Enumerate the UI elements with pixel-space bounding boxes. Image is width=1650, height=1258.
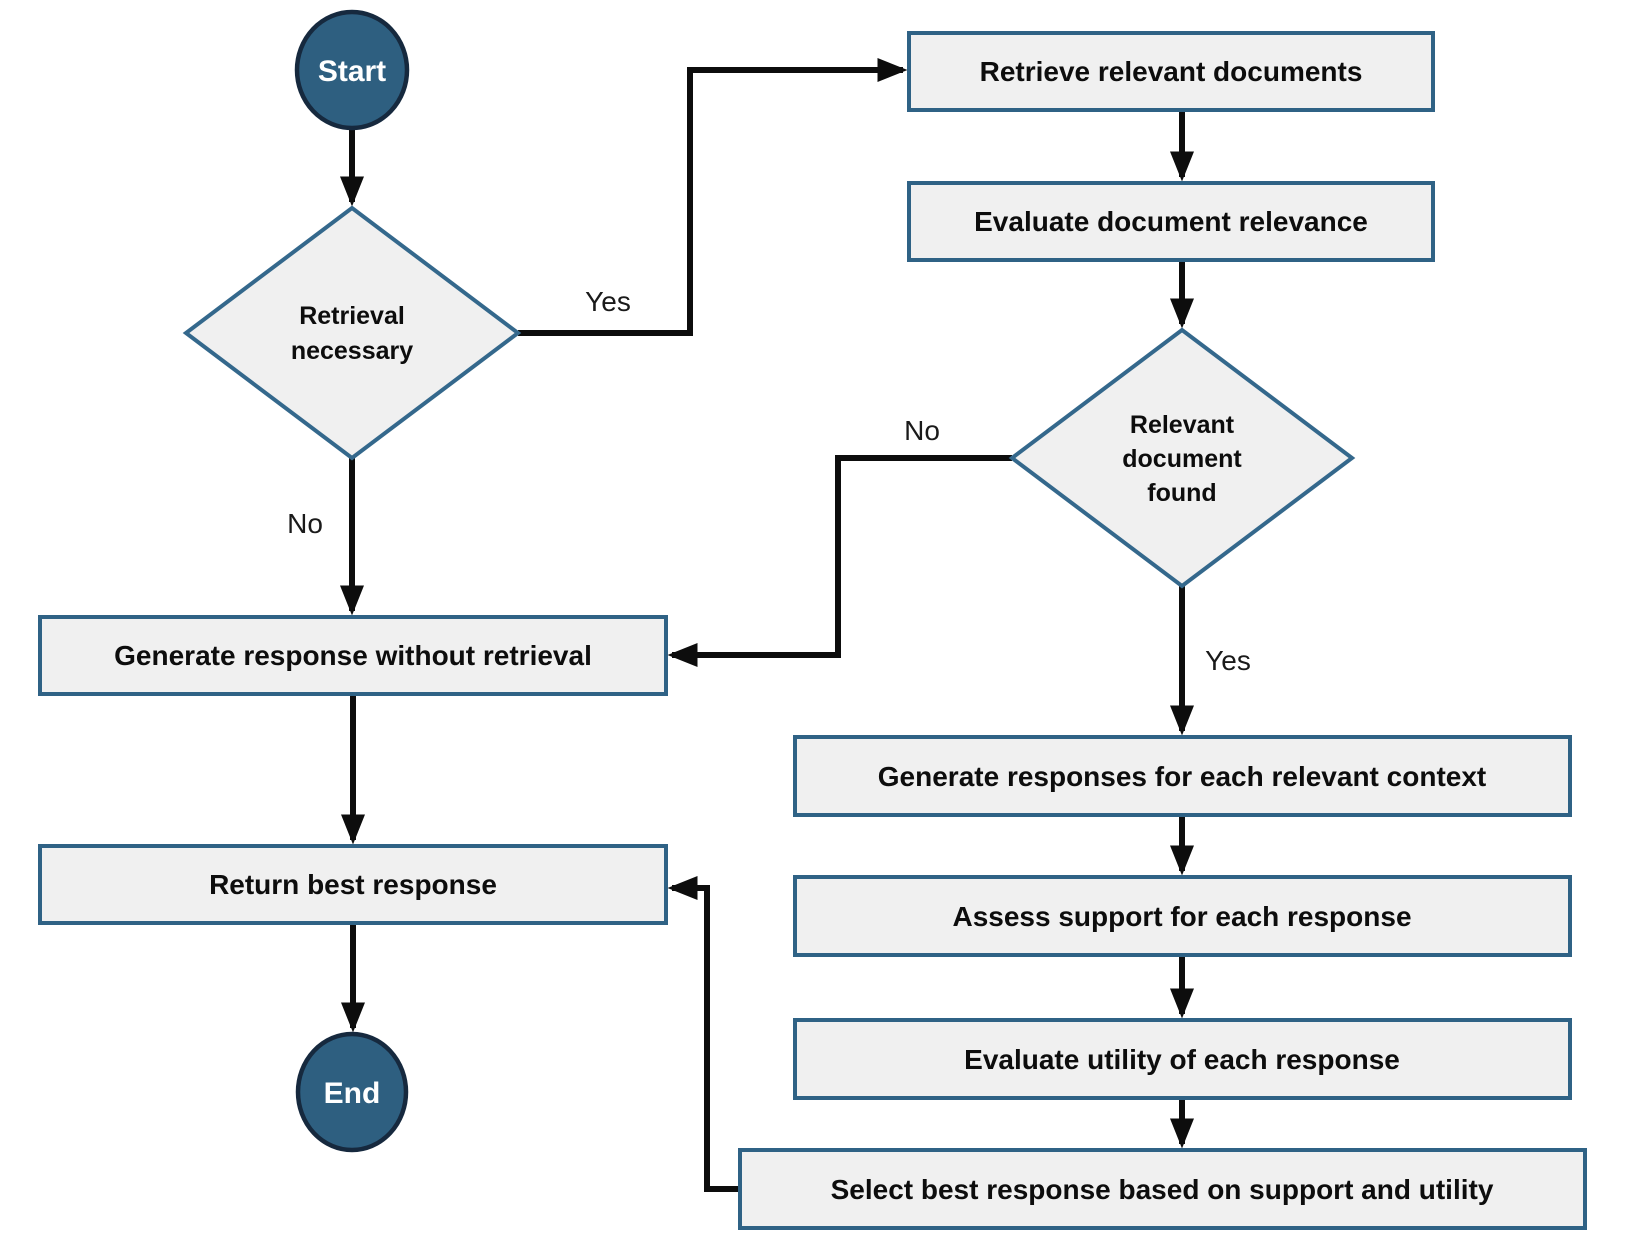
node-start-circle — [294, 9, 410, 131]
node-select-best-label: Select best response based on support an… — [831, 1174, 1494, 1205]
node-assess-support-box — [793, 875, 1572, 957]
node-generate-without-retrieval-box — [38, 615, 668, 696]
edge-label-yes-retrieval: Yes — [585, 286, 631, 317]
node-generate-without-retrieval-label: Generate response without retrieval — [114, 640, 592, 671]
node-assess-support-label: Assess support for each response — [952, 901, 1411, 932]
node-end-circle — [295, 1031, 409, 1153]
node-generate-each-context-label: Generate responses for each relevant con… — [878, 761, 1486, 792]
node-generate-each-context-box — [793, 735, 1572, 817]
node-evaluate-utility-box — [793, 1018, 1572, 1100]
node-retrieval-necessary-label-line1: Retrieval — [299, 302, 405, 330]
node-retrieval-necessary-diamond — [182, 205, 522, 461]
node-relevant-found-label-line2: document — [1122, 445, 1242, 473]
edge-label-no-retrieval: No — [287, 508, 323, 539]
edge-label-no-relevant: No — [904, 415, 940, 446]
node-retrieve-documents-box — [907, 31, 1435, 112]
edge-select-best-to-return-best — [667, 876, 740, 1192]
node-retrieval-necessary-label-line2: necessary — [291, 337, 413, 365]
node-relevant-found-diamond — [1008, 327, 1356, 589]
node-relevant-found-label-line3: found — [1147, 479, 1216, 507]
node-select-best-box — [738, 1148, 1587, 1230]
node-end-label: End — [324, 1077, 381, 1110]
node-return-best-box — [38, 844, 668, 925]
node-retrieve-documents-label: Retrieve relevant documents — [980, 56, 1363, 87]
node-relevant-found-label-line1: Relevant — [1130, 411, 1235, 439]
node-evaluate-relevance-box — [907, 181, 1435, 262]
edge-relevant-found-no — [667, 455, 1012, 667]
edge-retrieval-necessary-yes — [518, 58, 908, 336]
node-start-label: Start — [318, 55, 386, 88]
node-evaluate-utility-label: Evaluate utility of each response — [964, 1044, 1400, 1075]
node-return-best-label: Return best response — [209, 869, 497, 900]
node-evaluate-relevance-label: Evaluate document relevance — [974, 206, 1368, 237]
edge-label-yes-relevant: Yes — [1205, 645, 1251, 676]
